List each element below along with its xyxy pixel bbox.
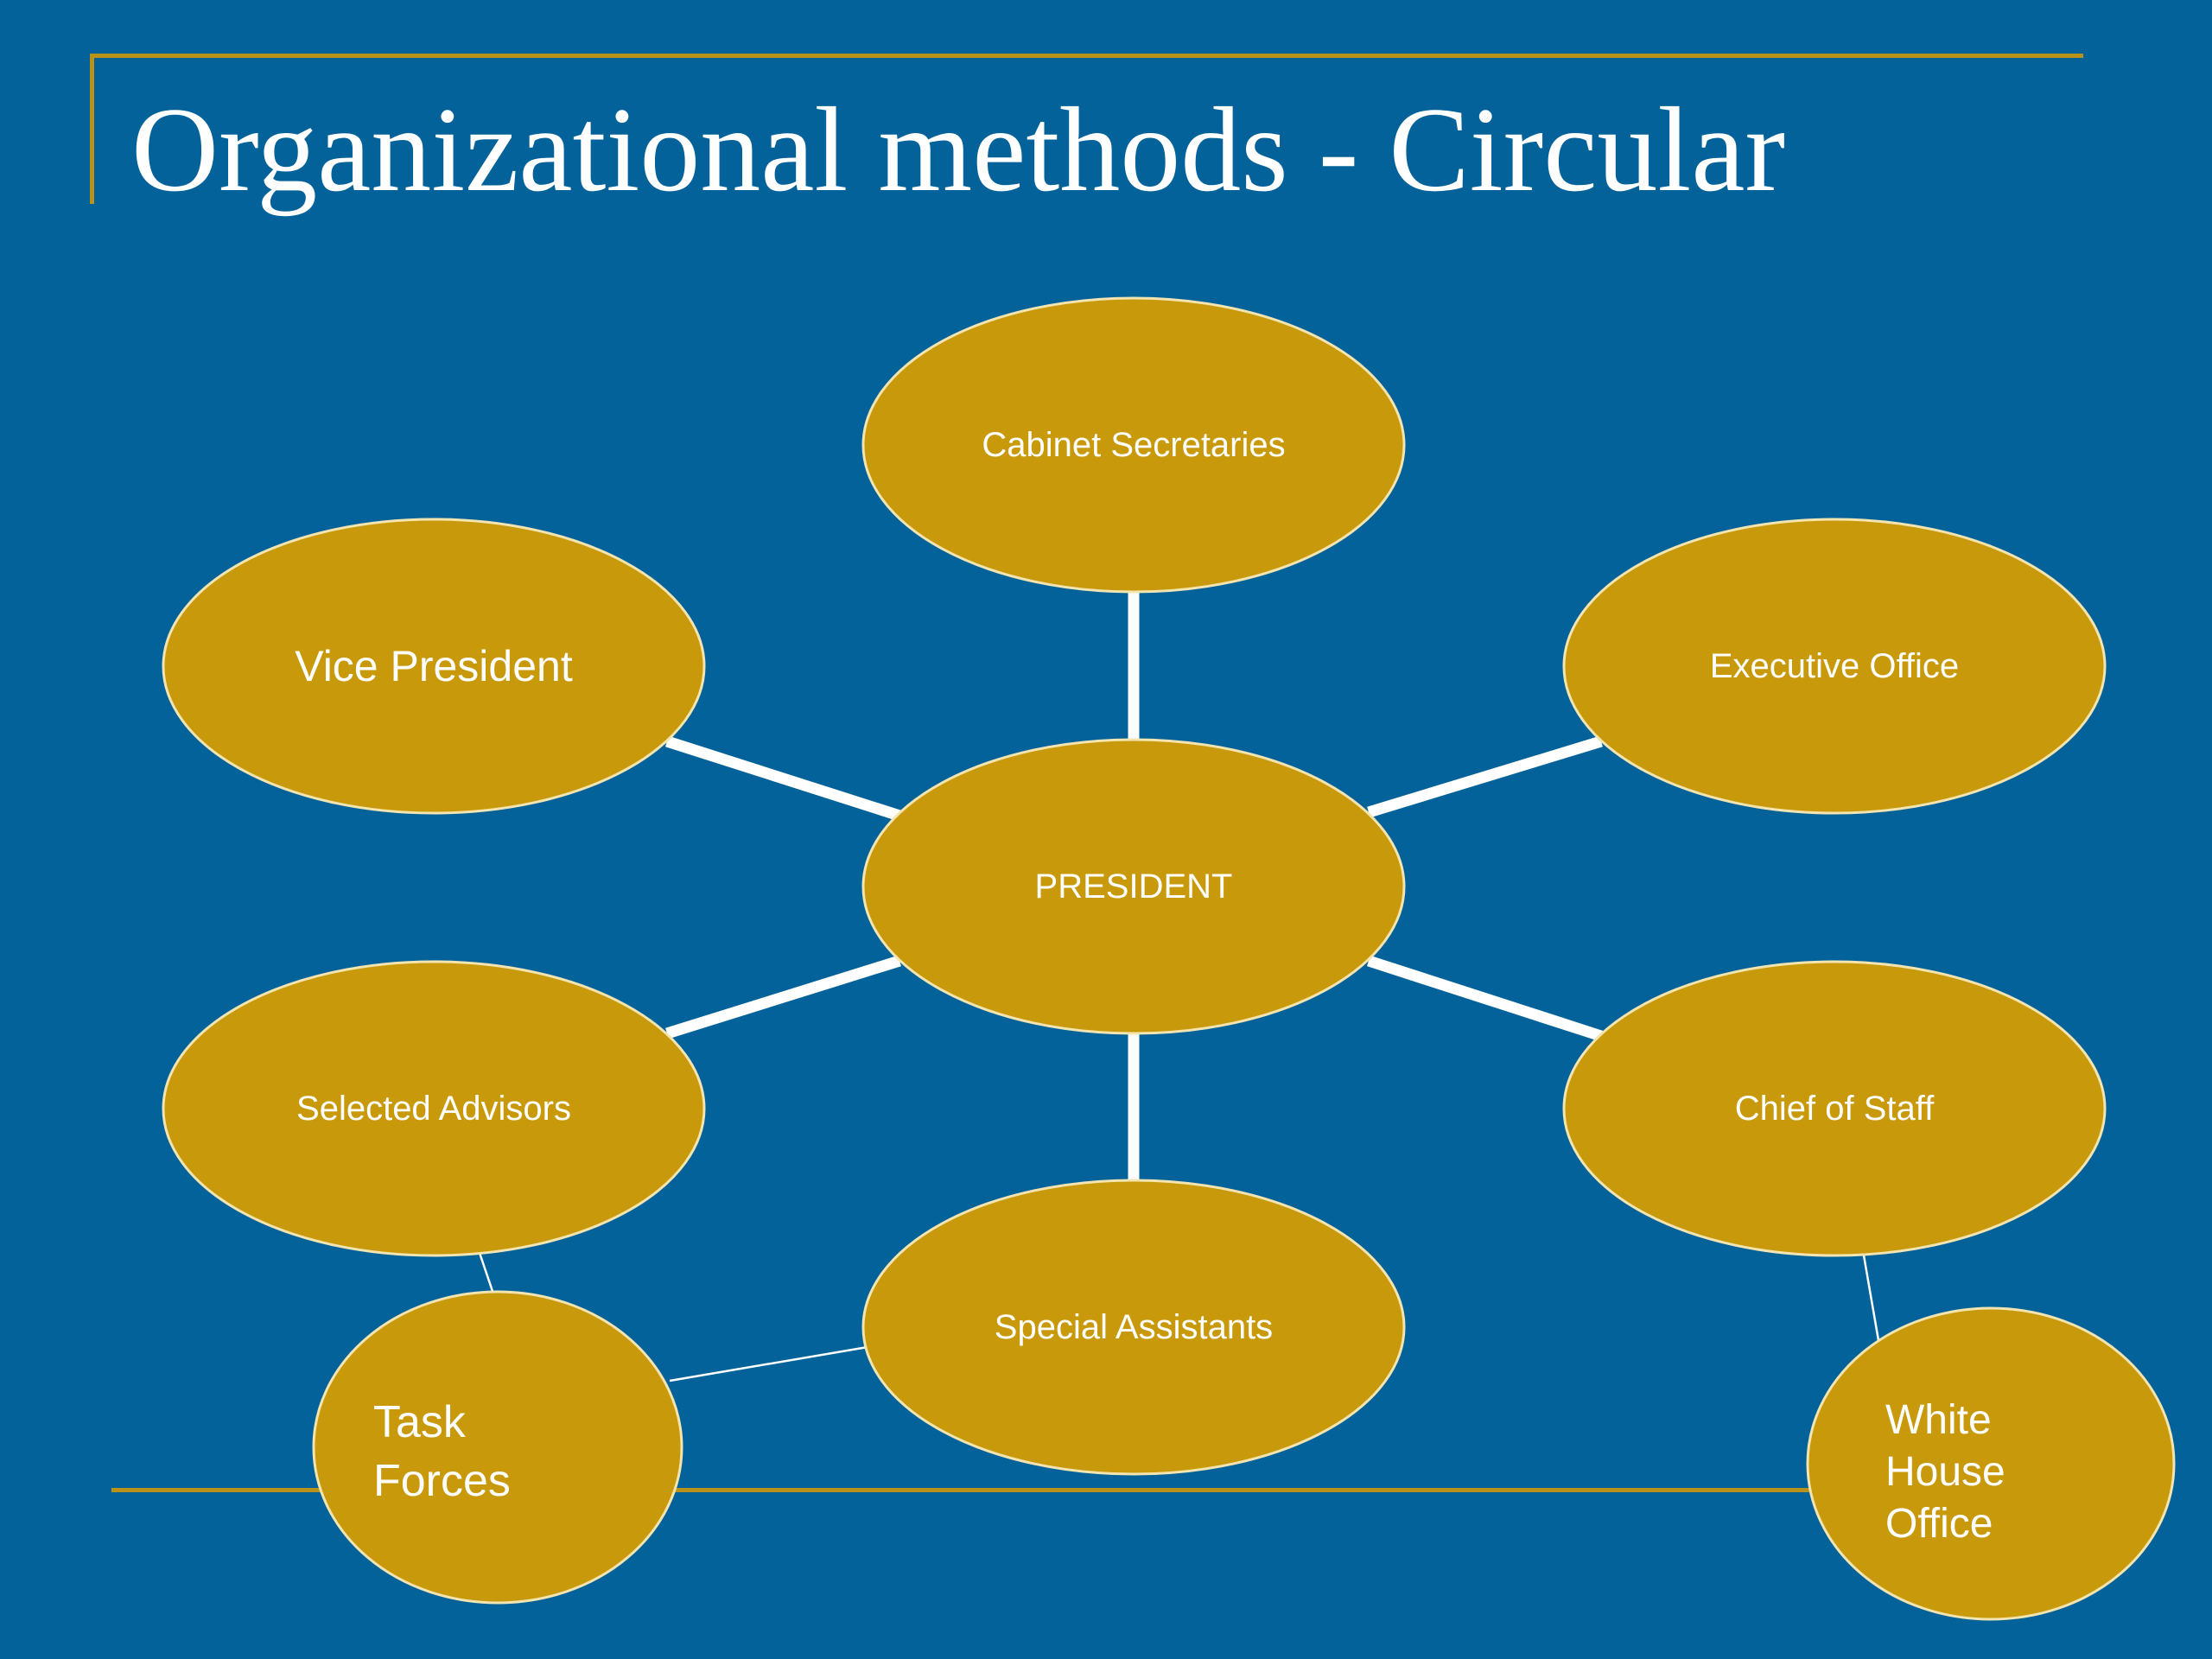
node-special-assistants — [861, 1179, 1406, 1476]
connector-president-executive-office — [1367, 735, 1603, 818]
node-president — [861, 738, 1406, 1035]
node-chief-of-staff — [1562, 960, 2107, 1257]
label-white-house-office-line-2: House — [1885, 1449, 2005, 1495]
label-task-forces-line-1: Task — [373, 1397, 466, 1447]
label-president: PRESIDENT — [1034, 867, 1233, 906]
label-white-house-office: White House Office — [1885, 1395, 2127, 1550]
label-white-house-office-line-1: White — [1885, 1397, 1992, 1443]
slide-title: Organizational methods - Circular — [131, 83, 1786, 217]
label-executive-office: Executive Office — [1709, 646, 1960, 685]
label-special-assistants: Special Assistants — [994, 1307, 1274, 1346]
label-vice-president: Vice President — [295, 642, 573, 690]
label-task-forces: Task Forces — [373, 1393, 632, 1514]
connector-assistants-task-forces — [669, 1345, 868, 1382]
label-selected-advisors: Selected Advisors — [296, 1089, 571, 1128]
node-task-forces — [312, 1290, 683, 1605]
label-task-forces-line-2: Forces — [373, 1456, 511, 1506]
label-chief-of-staff: Chief of Staff — [1734, 1089, 1935, 1128]
title-frame-top-line — [90, 54, 2083, 58]
node-cabinet-secretaries — [861, 296, 1406, 594]
footer-line — [111, 1488, 2047, 1492]
label-cabinet-secretaries: Cabinet Secretaries — [982, 425, 1286, 464]
connector-president-vice-president — [665, 735, 901, 822]
node-selected-advisors — [162, 960, 706, 1257]
connector-president-selected-advisors — [665, 955, 901, 1039]
connector-chief-white-house — [1862, 1255, 1881, 1346]
title-frame-left-line — [90, 54, 94, 204]
primary-connectors — [665, 592, 1604, 1180]
node-executive-office — [1562, 518, 2107, 815]
node-vice-president — [162, 518, 706, 815]
label-white-house-office-line-3: Office — [1885, 1501, 1993, 1547]
node-white-house-office — [1806, 1306, 2176, 1621]
connector-president-chief-of-staff — [1366, 955, 1604, 1042]
